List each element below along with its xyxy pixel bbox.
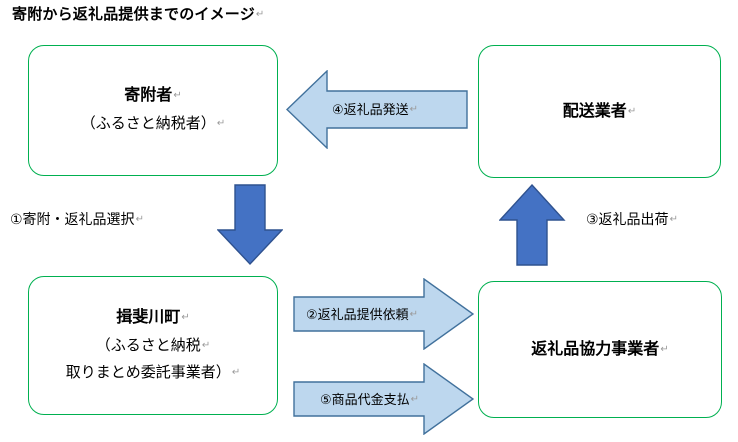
arrow-step4-left[interactable] bbox=[286, 70, 468, 149]
arrow-step1-down[interactable] bbox=[217, 184, 283, 266]
arrow-step4-label: ④返礼品発送↵ bbox=[332, 102, 419, 117]
node-delivery-company-line1: 配送業者↵ bbox=[562, 102, 637, 120]
node-donor-line1: 寄附者↵ bbox=[124, 87, 182, 105]
arrow-step3-label: ③返礼品出荷↵ bbox=[586, 211, 678, 227]
pilcrow-mark: ↵ bbox=[216, 118, 226, 130]
node-gift-partner[interactable]: 返礼品協力事業者↵ bbox=[478, 281, 722, 418]
node-ibigawa-town-line3: 取りまとめ委託事業者）↵ bbox=[65, 363, 241, 381]
page-title-text: 寄附から返礼品提供までのイメージ bbox=[12, 6, 255, 23]
arrow-step3-up[interactable] bbox=[499, 184, 566, 267]
pilcrow-mark: ↵ bbox=[173, 90, 182, 102]
pilcrow-mark: ↵ bbox=[181, 312, 190, 324]
page-title: 寄附から返礼品提供までのイメージ↵ bbox=[12, 3, 265, 24]
pilcrow-mark: ↵ bbox=[660, 343, 669, 355]
arrow-step4-left-shape bbox=[286, 70, 468, 149]
pilcrow-mark: ↵ bbox=[409, 309, 419, 320]
arrow-step1-label: ①寄附・返礼品選択↵ bbox=[10, 211, 144, 227]
arrow-step5-right[interactable] bbox=[293, 363, 474, 435]
arrow-step5-right-shape bbox=[293, 363, 474, 435]
pilcrow-mark: ↵ bbox=[201, 340, 211, 352]
pilcrow-mark: ↵ bbox=[409, 104, 419, 115]
pilcrow-mark: ↵ bbox=[410, 394, 420, 405]
node-donor[interactable]: 寄附者↵ （ふるさと納税者）↵ bbox=[28, 45, 278, 176]
node-ibigawa-town-line1: 揖斐川町↵ bbox=[116, 309, 190, 327]
arrow-step2-label: ②返礼品提供依頼↵ bbox=[306, 307, 419, 322]
node-gift-partner-line1: 返礼品協力事業者↵ bbox=[531, 340, 669, 358]
pilcrow-mark: ↵ bbox=[135, 214, 144, 225]
arrow-step5-label: ⑤商品代金支払↵ bbox=[320, 392, 420, 407]
arrow-step3-up-shape bbox=[499, 184, 566, 266]
arrow-step1-down-shape bbox=[217, 184, 283, 266]
node-donor-line2: （ふるさと納税者）↵ bbox=[80, 115, 226, 133]
node-delivery-company[interactable]: 配送業者↵ bbox=[478, 45, 721, 178]
pilcrow-mark: ↵ bbox=[627, 105, 637, 117]
arrow-step2-right-shape bbox=[293, 278, 474, 350]
pilcrow-mark: ↵ bbox=[669, 214, 678, 225]
node-ibigawa-town-line2: （ふるさと納税↵ bbox=[95, 337, 211, 355]
pilcrow-mark: ↵ bbox=[231, 366, 241, 378]
pilcrow-mark: ↵ bbox=[255, 9, 265, 20]
node-ibigawa-town[interactable]: 揖斐川町↵ （ふるさと納税↵ 取りまとめ委託事業者）↵ bbox=[28, 276, 278, 415]
arrow-step2-right[interactable] bbox=[293, 278, 474, 350]
